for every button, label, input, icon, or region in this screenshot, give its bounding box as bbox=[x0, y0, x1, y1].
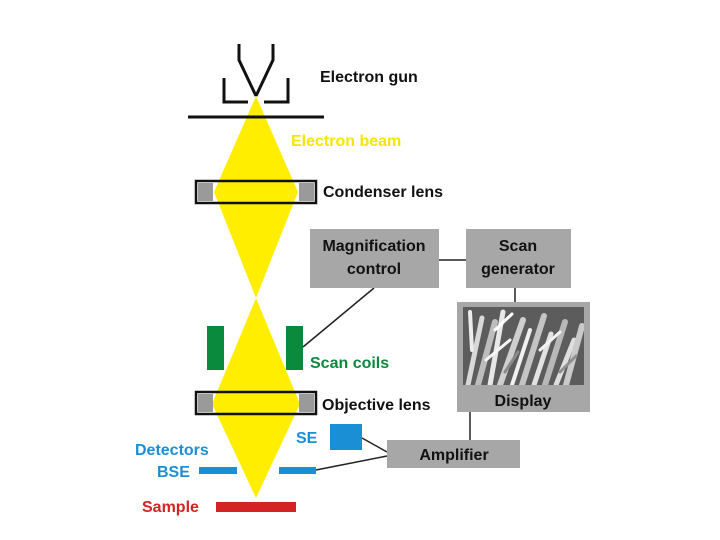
scan-generator-label-line2: generator bbox=[481, 261, 555, 278]
line-bse-to-amplifier bbox=[315, 455, 388, 471]
scan-coil-right bbox=[286, 326, 303, 370]
display-label: Display bbox=[495, 393, 552, 410]
electron-beam-upper bbox=[214, 96, 298, 298]
connection-lines bbox=[302, 259, 516, 471]
electron-beam-lower bbox=[212, 298, 300, 498]
sample-stage bbox=[216, 502, 296, 512]
scan-generator-label-line1: Scan bbox=[499, 238, 537, 255]
electron-gun bbox=[188, 44, 324, 119]
gun-wehnelt bbox=[222, 78, 248, 104]
gun-filament bbox=[237, 44, 258, 97]
magnification-control-label-line2: control bbox=[347, 261, 401, 278]
sample-label: Sample bbox=[142, 499, 199, 516]
condenser-lens bbox=[194, 179, 318, 205]
electron-gun-label: Electron gun bbox=[320, 69, 418, 86]
scan-generator-box bbox=[466, 229, 571, 288]
amplifier-box bbox=[387, 440, 520, 468]
gun-wehnelt bbox=[264, 78, 290, 104]
se-detector bbox=[330, 424, 362, 450]
line-se-to-amplifier bbox=[361, 437, 388, 453]
objective-lens-label: Objective lens bbox=[322, 397, 431, 414]
amplifier-label: Amplifier bbox=[419, 447, 488, 464]
se-label: SE bbox=[296, 430, 318, 447]
scan-coil-left bbox=[207, 326, 224, 370]
detectors-label: Detectors bbox=[135, 442, 209, 459]
condenser-lens-label: Condenser lens bbox=[323, 184, 443, 201]
bse-detector-left bbox=[199, 467, 237, 474]
line-magnification-to-coils bbox=[302, 287, 375, 348]
magnification-control-box bbox=[310, 229, 439, 288]
electron-beam-label: Electron beam bbox=[291, 133, 401, 150]
scan-coils-label: Scan coils bbox=[310, 355, 389, 372]
bse-detector-right bbox=[279, 467, 316, 474]
bse-label: BSE bbox=[157, 464, 190, 481]
magnification-control-label-line1: Magnification bbox=[322, 238, 425, 255]
gun-filament bbox=[254, 44, 275, 97]
objective-lens bbox=[194, 390, 318, 416]
display-micrograph bbox=[463, 307, 584, 385]
